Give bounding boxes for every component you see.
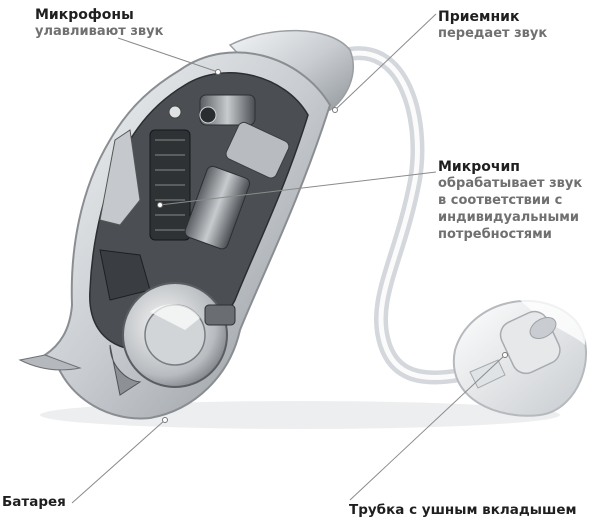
leader-line-receiver (334, 13, 437, 111)
callout-microchip-desc-line: индивидуальными (438, 209, 579, 225)
callout-microchip-desc-line: обрабатывает звук (438, 176, 583, 192)
callout-receiver-desc: передает звук (438, 26, 548, 42)
device-body (18, 29, 354, 420)
callout-microphones-desc: улавливают звук (35, 24, 164, 40)
callout-microchip-title: Микрочип (438, 159, 520, 175)
callout-receiver-title: Приемник (438, 9, 520, 25)
callout-microchip: Микрочип обрабатывает звук в соответстви… (438, 158, 582, 244)
leader-line-tube (349, 354, 506, 501)
callout-microchip-desc-line: потребностями (438, 226, 552, 242)
leader-line-microchip (159, 171, 437, 206)
callout-microphones: Микрофоны улавливают звук (35, 6, 163, 41)
anchor-dot-microchip (157, 202, 163, 208)
leader-line-battery (71, 419, 166, 504)
callout-tube-title: Трубка с ушным вкладышем (349, 502, 577, 518)
anchor-dot-microphones (215, 69, 221, 75)
callout-microphones-title: Микрофоны (35, 7, 134, 23)
anchor-dot-battery (162, 417, 168, 423)
callout-receiver: Приемник передает звук (438, 8, 547, 43)
callout-battery: Батарея (2, 494, 66, 512)
anchor-dot-receiver (332, 107, 338, 113)
leader-lines (71, 13, 506, 504)
callout-battery-title: Батарея (2, 494, 66, 510)
sound-tube-highlight (342, 50, 463, 380)
leader-line-microphones (117, 37, 219, 73)
callout-microchip-desc-line: в соответствии с (438, 193, 563, 209)
callout-tube: Трубка с ушным вкладышем (349, 502, 577, 520)
ear-tip (452, 297, 587, 417)
anchor-dot-tube (502, 352, 508, 358)
